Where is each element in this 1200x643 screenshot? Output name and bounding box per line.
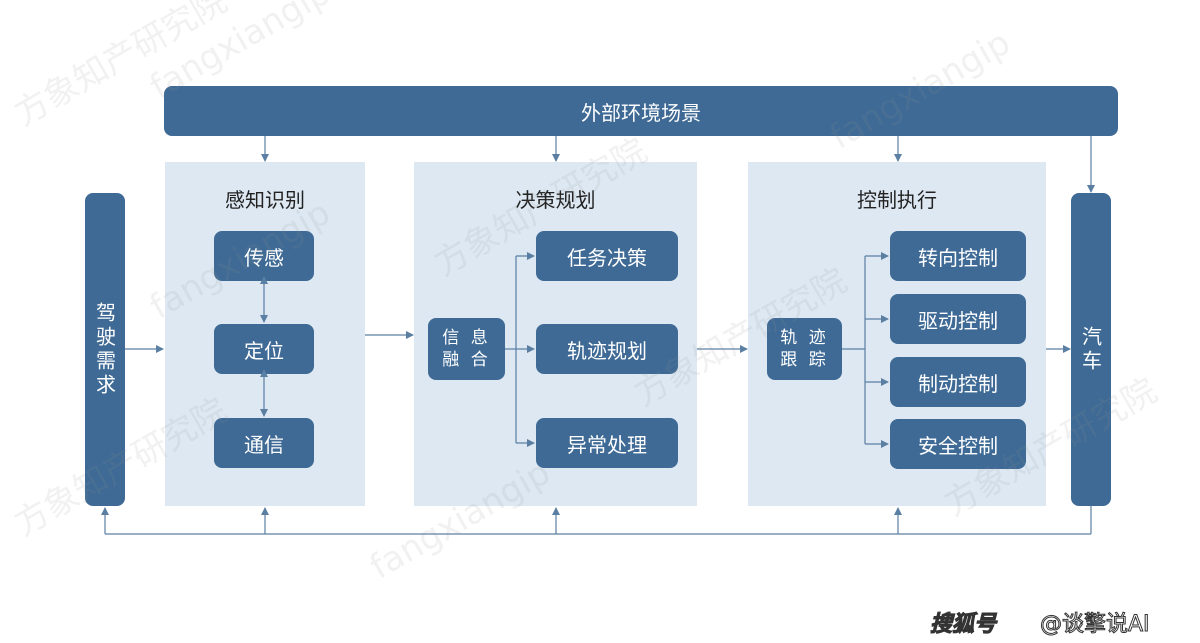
trajectory-tracking-line2: 跟 踪 bbox=[780, 350, 829, 370]
trajectory-planning-box: 轨迹规划 bbox=[536, 324, 678, 374]
planning-title: 决策规划 bbox=[515, 188, 596, 212]
brake-control-box: 制动控制 bbox=[890, 357, 1026, 407]
trajectory-tracking-box: 轨 迹 跟 踪 bbox=[767, 318, 842, 380]
positioning-label: 定位 bbox=[244, 338, 284, 363]
perception-title: 感知识别 bbox=[225, 188, 305, 212]
communication-box: 通信 bbox=[214, 418, 314, 468]
exception-handling-box: 异常处理 bbox=[536, 418, 678, 468]
steering-control-box: 转向控制 bbox=[890, 231, 1026, 281]
driving-demand-label: 驾驶需求 bbox=[92, 301, 117, 398]
safety-control-label: 安全控制 bbox=[918, 433, 998, 458]
external-environment-bar: 外部环境场景 bbox=[164, 86, 1118, 136]
author-handle: @谈擎说AI bbox=[1040, 612, 1151, 638]
brake-control-label: 制动控制 bbox=[918, 371, 998, 396]
trajectory-tracking-line1: 轨 迹 bbox=[780, 328, 829, 348]
drive-control-label: 驱动控制 bbox=[918, 308, 998, 333]
info-fusion-box: 信 息 融 合 bbox=[428, 318, 505, 380]
task-decision-label: 任务决策 bbox=[567, 245, 647, 270]
external-environment-label: 外部环境场景 bbox=[581, 100, 701, 125]
sensing-label: 传感 bbox=[244, 245, 284, 270]
sensing-box: 传感 bbox=[214, 231, 314, 281]
safety-control-box: 安全控制 bbox=[890, 419, 1026, 469]
info-fusion-line2: 融 合 bbox=[442, 350, 491, 370]
driving-demand-bar: 驾驶需求 bbox=[85, 193, 125, 506]
vehicle-bar: 汽车 bbox=[1071, 193, 1111, 506]
drive-control-box: 驱动控制 bbox=[890, 294, 1026, 344]
communication-label: 通信 bbox=[244, 432, 284, 457]
sohu-logo: 搜狐号 bbox=[929, 612, 997, 638]
task-decision-box: 任务决策 bbox=[536, 231, 678, 281]
vehicle-label: 汽车 bbox=[1078, 325, 1103, 374]
trajectory-planning-label: 轨迹规划 bbox=[567, 338, 647, 363]
exception-handling-label: 异常处理 bbox=[567, 432, 647, 457]
positioning-box: 定位 bbox=[214, 324, 314, 374]
control-title: 控制执行 bbox=[857, 188, 937, 212]
steering-control-label: 转向控制 bbox=[918, 245, 998, 270]
info-fusion-line1: 信 息 bbox=[442, 328, 491, 348]
